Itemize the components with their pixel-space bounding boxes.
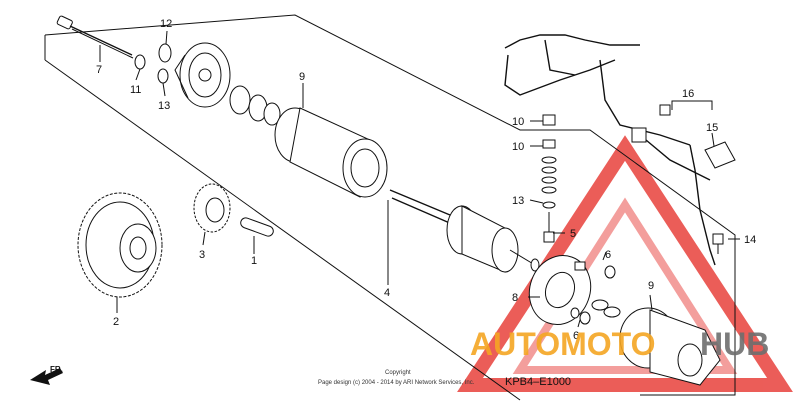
o-ring-washers [134, 43, 172, 84]
rear-cover-part [174, 42, 231, 108]
callout-8: 8 [512, 292, 518, 304]
motor-housing-part [274, 107, 388, 198]
callout-labels: 7 12 11 13 9 16 15 10 10 13 5 14 6 9 8 6… [50, 18, 756, 388]
callout-leader-lines [99, 30, 740, 328]
callout-1: 1 [251, 255, 257, 267]
terminal-boot [704, 141, 736, 169]
callout-10: 10 [512, 141, 524, 153]
insulator-washers [570, 265, 621, 325]
brush-rings [229, 85, 281, 126]
watermark-grey-text: HUB [700, 326, 769, 362]
front-direction-arrow [30, 368, 63, 385]
terminal-nut-stack [541, 114, 557, 243]
starter-reduction-gear [77, 192, 163, 298]
callout-12: 12 [160, 18, 172, 30]
callout-15: 15 [706, 122, 718, 134]
callout-9: 9 [299, 71, 305, 83]
long-bolt-part [56, 15, 134, 59]
watermark-orange-text: AUTOMOTO [470, 326, 655, 362]
callout-16: 16 [682, 88, 694, 100]
callout-7: 7 [96, 64, 102, 76]
callout-4: 4 [384, 287, 390, 299]
brush-holder-part [528, 255, 592, 325]
callout-5: 5 [570, 228, 576, 240]
diagram-code: KPB4–E1000 [505, 376, 571, 388]
callout-13: 13 [512, 195, 524, 207]
callout-6: 6 [605, 249, 611, 261]
callout-3: 3 [199, 249, 205, 261]
gear-shaft-pin [240, 217, 274, 237]
watermark-text: AUTOMOTO HUB [470, 326, 769, 362]
assembly-boundary [44, 14, 736, 401]
callout-2: 2 [113, 316, 119, 328]
callout-11: 11 [130, 84, 141, 96]
starter-idle-gear [193, 183, 231, 233]
copyright-label: Copyright [385, 370, 411, 376]
copyright-notice: Page design (c) 2004 - 2014 by ARI Netwo… [318, 380, 475, 386]
front-direction-label: FR. [50, 365, 63, 374]
callout-13: 13 [158, 100, 170, 112]
armature-part [389, 189, 540, 273]
front-bracket-part [619, 307, 721, 386]
callout-6: 6 [573, 330, 579, 342]
flange-bolt-14 [712, 233, 724, 254]
callout-10: 10 [512, 116, 524, 128]
callout-14: 14 [744, 234, 756, 246]
starter-cable-part [504, 34, 716, 266]
callout-9: 9 [648, 280, 654, 292]
